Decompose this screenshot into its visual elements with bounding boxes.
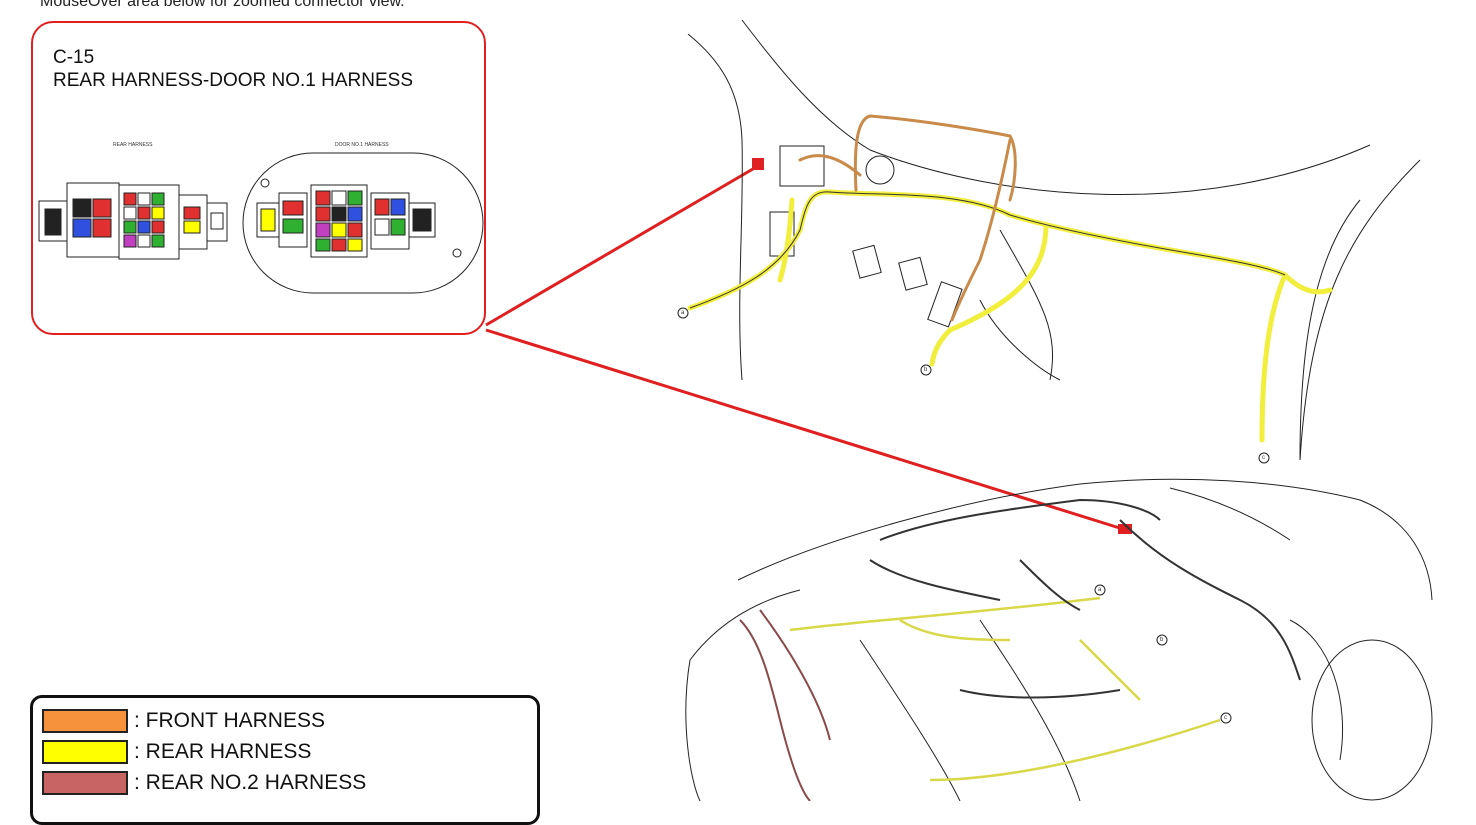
left-connector-face — [38, 182, 228, 260]
front-harness-route-upper — [798, 114, 1017, 322]
body-outline-upper — [687, 19, 1421, 461]
legend-label: : REAR NO.2 HARNESS — [134, 771, 367, 794]
leader-lines — [485, 164, 1127, 532]
locator-label-b-upper: b — [924, 367, 928, 373]
connector-name: REAR HARNESS-DOOR NO.1 HARNESS — [53, 70, 414, 91]
rear-no2-harness-route-lower — [739, 609, 831, 801]
rear-harness-swatch — [42, 740, 128, 764]
legend-item-rear-harness: : REAR HARNESS — [42, 739, 311, 765]
rear-no2-harness-swatch — [42, 771, 128, 795]
right-connector-label: DOOR NO.1 HARNESS — [335, 142, 389, 148]
legend-item-rear-no2-harness: : REAR NO.2 HARNESS — [42, 770, 366, 796]
connector-face-diagram — [38, 152, 484, 294]
instruction-text: MouseOver area below for zoomed connecto… — [40, 0, 405, 10]
connector-location-marker-upper — [752, 158, 764, 170]
legend-item-front-harness: : FRONT HARNESS — [42, 708, 325, 734]
locator-marks-upper — [677, 307, 1270, 464]
front-harness-swatch — [42, 709, 128, 733]
rear-harness-route-lower — [789, 596, 1221, 782]
locator-label-a-lower: a — [1098, 587, 1102, 593]
connector-code: C-15 — [53, 47, 95, 68]
legend-label: : REAR HARNESS — [134, 740, 312, 763]
locator-label-c-upper: c — [1262, 455, 1265, 461]
locator-label-a-upper: a — [681, 310, 685, 316]
harness-legend: : FRONT HARNESS : REAR HARNESS : REAR NO… — [30, 695, 540, 825]
connector-callout[interactable]: C-15 REAR HARNESS-DOOR NO.1 HARNESS REAR… — [31, 21, 486, 335]
legend-label: : FRONT HARNESS — [134, 709, 325, 732]
left-connector-label: REAR HARNESS — [113, 142, 153, 148]
locator-label-c-lower: c — [1224, 715, 1227, 721]
other-harness-route-lower — [869, 498, 1301, 699]
right-connector-face — [242, 152, 484, 294]
vehicle-outline-lower — [685, 478, 1433, 801]
rear-harness-route-upper — [687, 189, 1333, 443]
connector-location-marker-lower — [1118, 524, 1132, 534]
locator-label-b-lower: b — [1160, 637, 1164, 643]
locator-marks-lower — [1094, 584, 1232, 724]
